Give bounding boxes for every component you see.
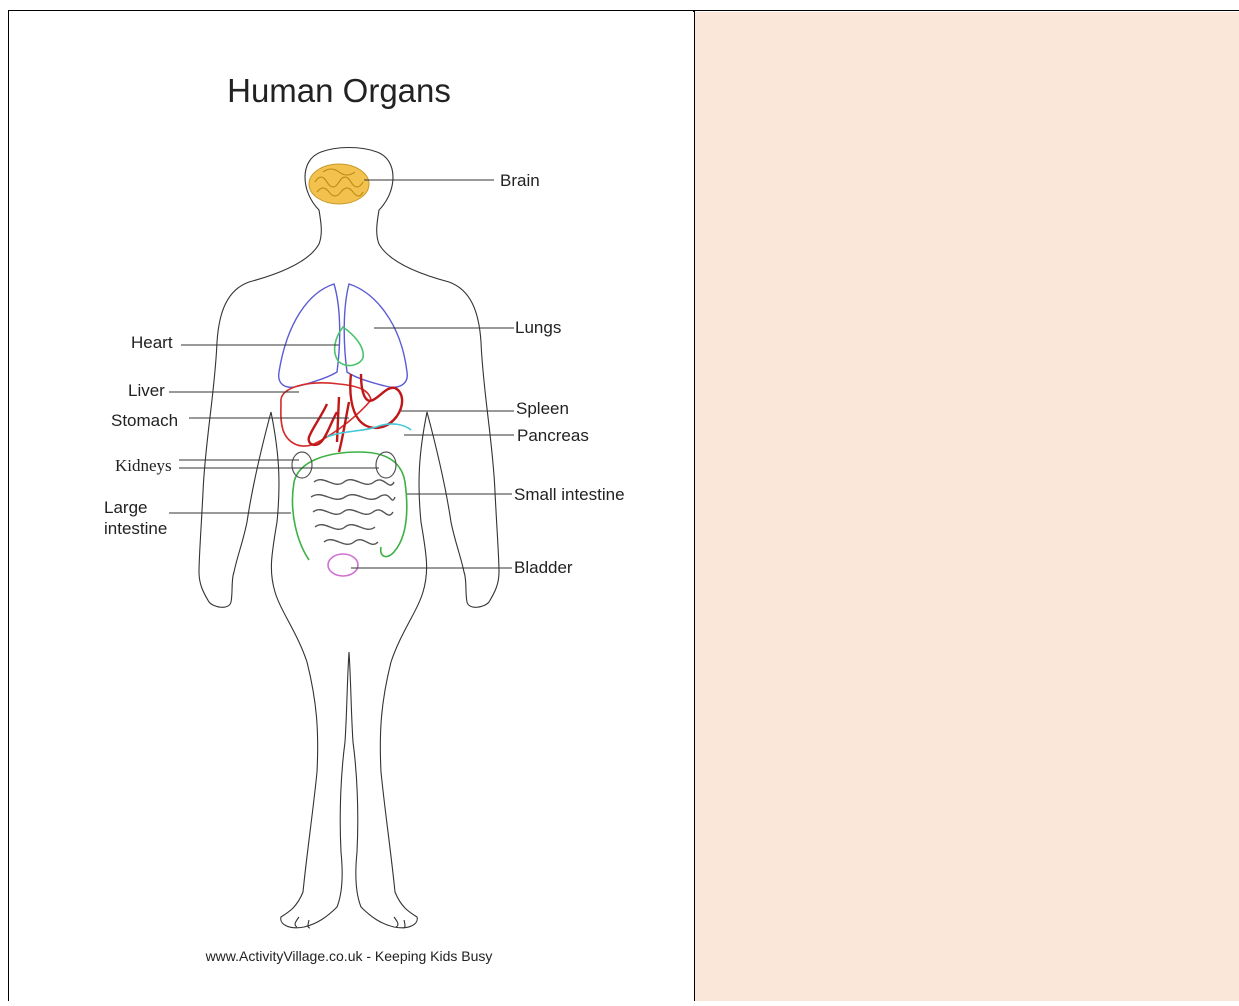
human-organs-diagram: Human Organs: [9, 12, 694, 1001]
brain-organ: [309, 164, 369, 204]
diagram-svg: Human Organs: [9, 12, 694, 1001]
blank-answer-panel: [695, 12, 1239, 1001]
lungs-organ: [279, 284, 408, 387]
label-brain: Brain: [500, 171, 540, 190]
diagram-title: Human Organs: [227, 72, 451, 109]
kidneys-organ: [292, 452, 396, 478]
diagram-footer: www.ActivityVillage.co.uk - Keeping Kids…: [205, 948, 493, 964]
body-outline: [199, 148, 499, 929]
label-heart: Heart: [131, 333, 173, 352]
small-intestine-organ: [311, 480, 395, 545]
label-small-intestine: Small intestine: [514, 485, 625, 504]
label-spleen: Spleen: [516, 399, 569, 418]
leader-lines: [169, 180, 514, 568]
top-border: [9, 10, 1239, 11]
label-large-intestine-line2: intestine: [104, 519, 167, 538]
label-stomach: Stomach: [111, 411, 178, 430]
stomach-organ: [309, 374, 402, 452]
label-pancreas: Pancreas: [517, 426, 589, 445]
label-liver: Liver: [128, 381, 165, 400]
label-kidneys: Kidneys: [115, 456, 172, 475]
bladder-organ: [328, 554, 358, 576]
label-large-intestine-line1: Large: [104, 498, 147, 517]
label-lungs: Lungs: [515, 318, 561, 337]
label-bladder: Bladder: [514, 558, 573, 577]
